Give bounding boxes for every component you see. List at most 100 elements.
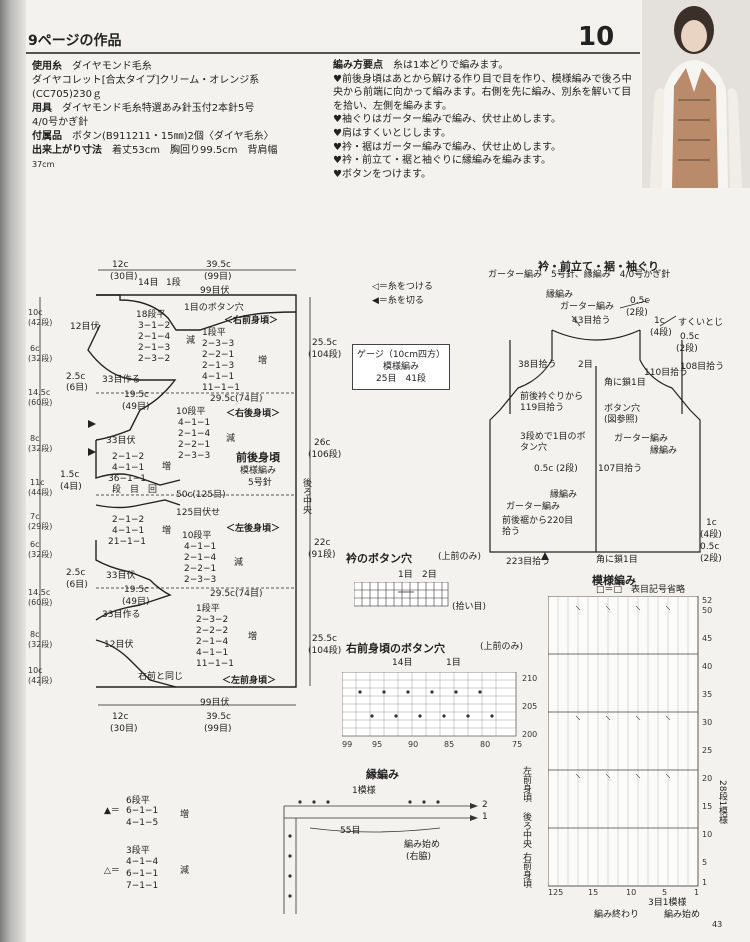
- collar-05c-b: 0.5c: [680, 332, 700, 342]
- inc2-foot: 段 目 回: [112, 485, 158, 495]
- dec10b-row: 2−3−3: [184, 575, 217, 585]
- label-back-center: 後ろ中央: [301, 478, 311, 514]
- pattern-y: 50: [702, 606, 713, 615]
- front-bh-grid: [342, 672, 517, 737]
- dim-255c-top-st: (104段): [308, 350, 342, 360]
- dec-label-2: 減: [226, 434, 236, 444]
- material-line: 使用糸 ダイヤモンド毛糸: [32, 61, 152, 72]
- dim-50c: 50c(125目): [176, 490, 226, 500]
- collar-05c: 0.5c: [630, 296, 650, 306]
- collar-2: 2目: [578, 360, 593, 370]
- label-pattern: 模様編み: [240, 466, 277, 476]
- dim-top-99: (99目): [204, 272, 232, 282]
- pattern-y: 52: [702, 596, 713, 605]
- side-measure: 14.5c: [28, 588, 51, 597]
- pattern-grid: [548, 596, 699, 887]
- dec10-row: 2−1−4: [178, 429, 211, 439]
- collar-bh-2: 2目: [422, 570, 437, 580]
- dim-top-395: 39.5c: [206, 260, 231, 270]
- collar-107: 107目拾う: [598, 464, 643, 474]
- dim-26c-st: (106段): [308, 450, 342, 460]
- collar-38: 38目拾う: [518, 360, 557, 370]
- front-bh-14: 14目: [392, 658, 413, 668]
- legend-a-row: 6−1−1: [126, 806, 159, 816]
- collar-110: 110目拾う: [644, 368, 689, 378]
- edging-repeat: 1模様: [352, 786, 376, 796]
- pattern-end: 編み終わり: [594, 910, 640, 920]
- legend-b-symbol: △＝: [104, 866, 120, 876]
- dim-top-12c: 12c: [112, 260, 129, 270]
- edging-1: 1: [482, 812, 488, 822]
- collar-05c-b-st: (2段): [676, 344, 698, 354]
- label-99fuse-bot: 99目伏: [200, 698, 230, 708]
- pattern-y: 1: [702, 878, 708, 887]
- side-measure: 6c: [30, 344, 40, 353]
- label-left-front: ＜左前身頃＞: [222, 676, 277, 686]
- collar-from-hem: 前後裾から220目拾う: [502, 516, 574, 537]
- material-line: 用具 ダイヤモンド毛糸特選あみ針玉付2本針5号: [32, 103, 255, 114]
- dim-255c-bot: 25.5c: [312, 634, 337, 644]
- side-measure: (32段): [28, 444, 53, 453]
- side-measure: 10c: [28, 666, 43, 675]
- dim-bot-99: (99目): [204, 724, 232, 734]
- side-measure: (44段): [28, 488, 53, 497]
- label-33make: 33目作る: [102, 375, 141, 385]
- collar-kado: 角に鎖1目: [604, 378, 646, 388]
- label-left-back: ＜左後身頃＞: [226, 524, 281, 534]
- dim-bot-395: 39.5c: [206, 712, 231, 722]
- collar-garter-2: ガーター編み: [614, 434, 669, 444]
- collar-05c-st: (2段): [626, 308, 648, 318]
- collar-sub: ガーター編み 5号針、縁編み 4/0号かぎ針: [488, 270, 671, 280]
- front-bh-y: 210: [522, 674, 538, 683]
- inc4-row: 11−1−1: [196, 659, 234, 669]
- edging-diagram: [283, 800, 478, 914]
- book-binding: [0, 0, 26, 942]
- inc1-head: 1段平: [202, 328, 226, 338]
- collar-buttonhole-ref: ボタン穴(図参照): [604, 404, 641, 425]
- material-line: (CC705)230ｇ: [32, 89, 102, 100]
- pattern-y: 10: [702, 830, 713, 839]
- legend-a-head: 6段平: [126, 796, 150, 806]
- pattern-x: 5: [662, 888, 668, 897]
- side-measure: (42段): [28, 676, 53, 685]
- edging-title: 縁編み: [366, 768, 399, 781]
- collar-title: 衿・前立て・裾・袖ぐり: [538, 260, 659, 273]
- material-line: ダイヤコレット[合太タイプ]クリーム・オレンジ系: [32, 75, 260, 86]
- label-33make-2: 33目作る: [102, 610, 141, 620]
- dec-label-3: 減: [234, 558, 244, 568]
- dec10-head: 10段平: [176, 407, 206, 417]
- side-measure: (29段): [28, 522, 53, 531]
- side-measure: 14.5c: [28, 388, 51, 397]
- pattern-back-center: 後ろ中央: [521, 812, 531, 848]
- dec10-row: 2−2−1: [178, 440, 211, 450]
- model-photo: [642, 0, 750, 188]
- pattern-y: 45: [702, 634, 713, 643]
- dim-195c-st: (49目): [122, 402, 150, 412]
- page-footer: 43: [712, 920, 723, 929]
- dec18-row: 2−1−3: [138, 343, 171, 353]
- dim-195c-2-st: (49目): [122, 597, 150, 607]
- collar-05c-d: 0.5c: [700, 542, 720, 552]
- dec10b-row: 2−2−1: [184, 564, 217, 574]
- pattern-legend: □＝□ 表目記号省略: [596, 585, 686, 595]
- front-bh-x: 85: [444, 740, 455, 749]
- dim-bot-12c: 12c: [112, 712, 129, 722]
- front-bh-x: 75: [512, 740, 523, 749]
- materials-list: 使用糸 ダイヤモンド毛糸 ダイヤコレット[合太タイプ]クリーム・オレンジ系 (C…: [32, 60, 332, 172]
- label-front-back-body: 前後身頃: [236, 451, 280, 464]
- label-125fuse: 125目伏せ: [176, 508, 221, 518]
- page-title: 9ページの作品: [28, 33, 122, 49]
- collar-from-armhole: 前後衿ぐりから119目拾う: [520, 392, 584, 413]
- collar-43: 43目拾う: [572, 316, 611, 326]
- collar-sukui: すくいとじ: [678, 318, 724, 328]
- front-bh-y: 200: [522, 730, 538, 739]
- legend-b-row: 7−1−1: [126, 881, 159, 891]
- collar-kado-2: 角に鎖1目: [596, 555, 638, 565]
- dim-15c: 1.5c: [60, 470, 80, 480]
- front-bh-x: 90: [408, 740, 419, 749]
- pattern-number: 10: [578, 22, 615, 52]
- material-line: 37cm: [32, 160, 55, 169]
- knitting-instructions: 編み方要点 糸は1本どりで編みます。 ♥前後身頃はあとから解ける作り目で目を作り…: [333, 60, 632, 180]
- side-measure: (60段): [28, 398, 53, 407]
